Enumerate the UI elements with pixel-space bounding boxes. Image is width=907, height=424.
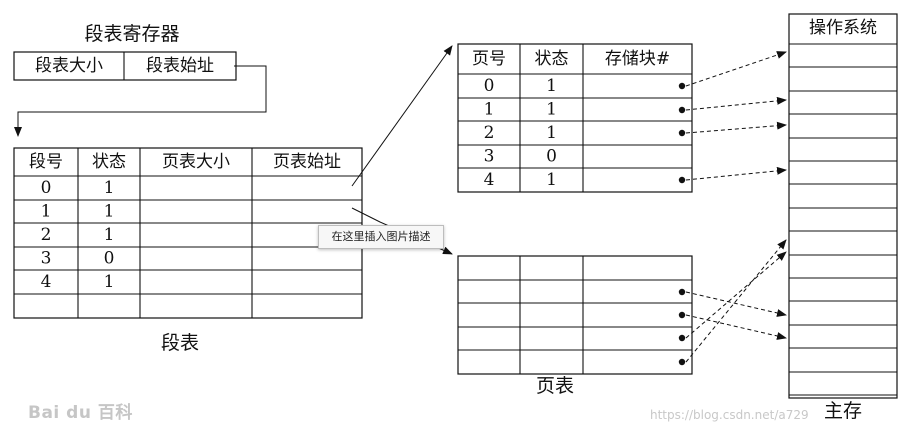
baidu-watermark: Bai du 百科 [28,403,133,423]
frame-pointer-dot [678,358,686,366]
page-table-top-header: 存储块# [605,49,670,69]
page-table-top-cell: 1 [546,100,557,120]
page-table-top-header: 页号 [472,49,506,69]
csdn-watermark-url: https://blog.csdn.net/a729 [650,408,809,422]
memory-os-label: 操作系统 [809,18,877,38]
segment-register-title: 段表寄存器 [84,23,179,45]
segment-table-caption: 段表 [161,332,199,354]
segment-table-cell: 1 [104,225,115,245]
page-table-top-frame [457,43,693,193]
page-table-top-cell: 1 [484,100,495,120]
page-table-top-cell: 1 [546,170,557,190]
page-frame-arrow-b2 [685,251,787,339]
page-table-top-cell: 0 [546,147,557,167]
memory-caption: 主存 [824,400,862,422]
segment-table-cell: 1 [104,202,115,222]
segment-table-header: 页表大小 [162,152,230,172]
segment-table-cell: 0 [41,178,52,198]
page-frame-arrow-b0 [685,291,787,317]
image-caption-tooltip[interactable]: 在这里插入图片描述 [318,225,444,249]
segment-table-cell: 0 [104,249,115,269]
segment-register-base: 段表始址 [146,56,214,76]
segment-to-page-table-top-arrow [351,45,453,187]
page-frame-arrow-0 [685,51,787,87]
segment-table-cell: 1 [104,272,115,292]
page-table-top-cell: 1 [546,123,557,143]
frame-pointer-dot [678,311,686,319]
segment-register-size: 段表大小 [35,56,103,76]
segment-table-cell: 4 [41,272,52,292]
frame-pointer-dot [678,334,686,342]
page-frame-arrow-b1 [685,314,787,340]
segment-table-header: 页表始址 [273,152,341,172]
page-table-top-header: 状态 [535,49,569,69]
page-table-bottom-caption: 页表 [536,375,574,397]
segment-table-cell: 3 [41,249,52,269]
page-table-top-cell: 1 [546,76,557,96]
page-table-bottom-frame [457,255,693,375]
page-table-top-cell: 4 [484,170,495,190]
segment-table-frame [13,147,363,319]
page-frame-arrow-b3 [685,239,787,363]
segment-table-header: 状态 [92,152,126,172]
frame-pointer-dot [678,176,686,184]
frame-pointer-dot [678,129,686,137]
page-frame-arrow-2 [685,121,787,134]
segment-table-header: 段号 [29,152,63,172]
page-table-top-cell: 0 [484,76,495,96]
main-memory-frame [788,13,898,399]
segment-table-cell: 1 [104,178,115,198]
segment-table-cell: 2 [41,225,52,245]
page-frame-arrow-4 [685,166,787,181]
frame-pointer-dot [678,82,686,90]
frame-pointer-dot [678,288,686,296]
register-to-segment-table-arrow [14,65,267,137]
segment-table-cell: 1 [41,202,52,222]
page-table-top-cell: 2 [484,123,495,143]
page-table-top-cell: 3 [484,147,495,167]
frame-pointer-dot [678,106,686,114]
page-frame-arrow-1 [685,96,787,111]
